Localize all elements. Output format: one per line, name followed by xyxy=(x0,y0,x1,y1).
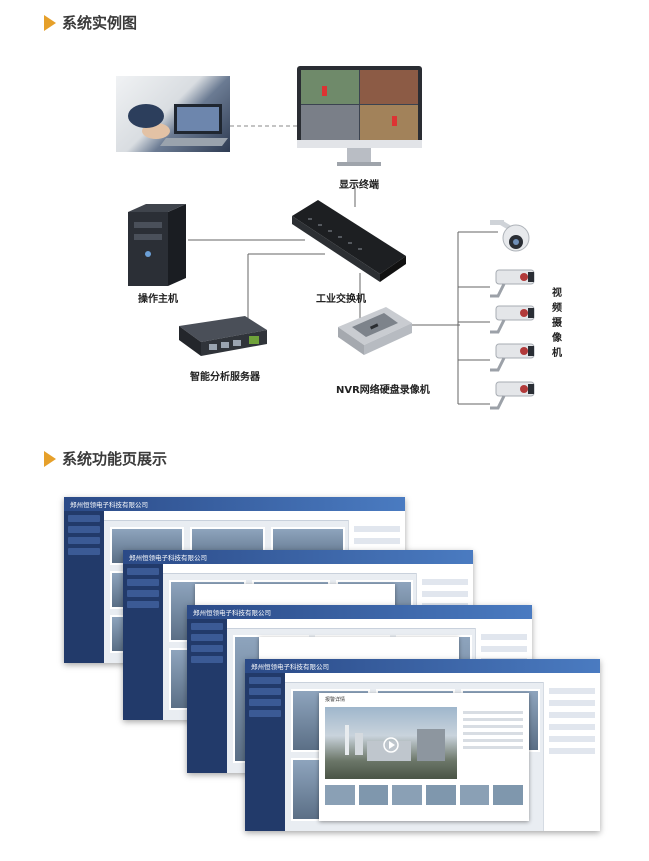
nvr-recorder-device xyxy=(336,305,414,357)
bullet-camera-icon xyxy=(488,302,536,338)
label-nvr-recorder: NVR网络硬盘录像机 xyxy=(336,385,430,396)
company-name: 郑州恒领电子科技有限公司 xyxy=(70,501,148,509)
section-title-text: 系统功能页展示 xyxy=(62,450,168,468)
bullet-camera-icon xyxy=(488,378,536,414)
operator-host-tower xyxy=(128,204,188,286)
triangle-marker-icon xyxy=(44,450,56,467)
alarm-detail-dialog: 报警详情 xyxy=(319,693,529,821)
alarm-info-lines xyxy=(463,707,523,767)
analysis-server-device xyxy=(175,312,270,357)
label-industrial-switch: 工业交换机 xyxy=(316,294,366,305)
alarm-snapshot-image xyxy=(325,707,457,779)
label-operator-host: 操作主机 xyxy=(138,294,178,305)
section-title-text: 系统实例图 xyxy=(62,14,138,32)
label-analysis-server: 智能分析服务器 xyxy=(190,372,260,383)
dome-camera-icon xyxy=(488,214,532,258)
bullet-camera-icon xyxy=(488,340,536,376)
company-name: 郑州恒领电子科技有限公司 xyxy=(129,554,207,562)
label-display-terminal: 显示终端 xyxy=(339,180,379,191)
bullet-camera-icon xyxy=(488,266,536,302)
section-title-function-pages: 系统功能页展示 xyxy=(44,448,167,469)
industrial-switch-device xyxy=(288,196,408,284)
label-video-cameras: 视频摄像机 xyxy=(552,288,562,359)
company-name: 郑州恒领电子科技有限公司 xyxy=(193,609,271,617)
company-name: 郑州恒领电子科技有限公司 xyxy=(251,663,329,671)
dialog-title: 报警详情 xyxy=(325,697,346,703)
thumbnail-strip xyxy=(325,785,523,805)
screenshot-alarm-detail-expanded: 郑州恒领电子科技有限公司 报警详情 xyxy=(245,659,600,831)
diagram-lines xyxy=(188,125,498,405)
monitor-display-terminal xyxy=(297,66,422,174)
section-title-system-diagram: 系统实例图 xyxy=(44,12,137,33)
laptop-user-photo xyxy=(116,76,230,152)
triangle-marker-icon xyxy=(44,14,56,31)
